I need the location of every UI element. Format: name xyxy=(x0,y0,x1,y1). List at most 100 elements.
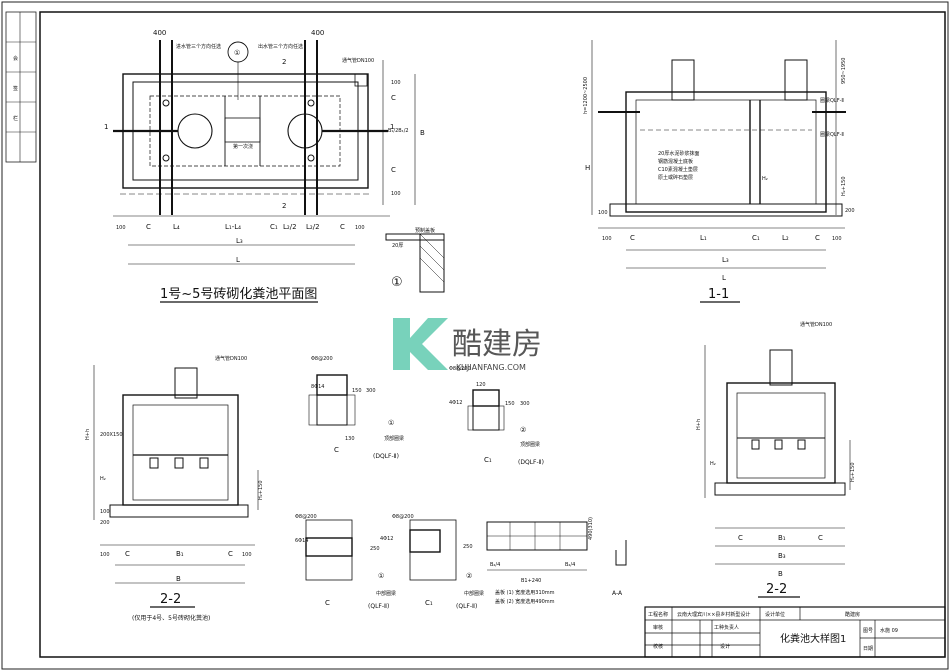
slab-note2: 盖板 (2) 宽度选用490mm xyxy=(495,598,555,605)
b1-d150: 150 xyxy=(352,388,362,394)
detail1-d20: 20厚 xyxy=(392,243,403,249)
m2-c1: C₁ xyxy=(425,599,433,607)
sec11-h2150: H₂+150 xyxy=(841,177,847,197)
m1-num: ① xyxy=(378,572,384,580)
plan-sec-bot: 2 xyxy=(282,202,286,210)
plan-dim-l22: L₂/2 xyxy=(283,223,297,231)
slab-b4b: B₂/4 xyxy=(565,562,575,568)
detail1-label: 预制盖板 xyxy=(415,227,435,234)
b2-d150: 150 xyxy=(505,401,515,407)
sec11-d950: 950~1950 xyxy=(841,58,847,84)
plan-dim-100b: 100 xyxy=(391,191,401,197)
sec22r-h2150: H₂+150 xyxy=(850,463,856,483)
m1-d250: 250 xyxy=(370,546,380,552)
tb-sheet-value: 水施 09 xyxy=(880,627,898,634)
b1-name: 顶部圈梁 xyxy=(384,435,404,442)
m2-num: ② xyxy=(466,572,472,580)
sec11-d100b: 100 xyxy=(832,236,842,242)
plan-dim-cbot: C xyxy=(391,166,396,174)
detail1-num: ① xyxy=(391,275,403,290)
sec11-l: L xyxy=(722,274,726,282)
plan-vent: 通气管DN100 xyxy=(342,57,374,64)
b2-c1: C₁ xyxy=(484,456,492,464)
tb-sheet-label: 图号 xyxy=(863,628,873,634)
sec22l-h2: H₂ xyxy=(100,476,106,482)
plan-dim-l1l4: L₁-L₄ xyxy=(225,223,241,231)
strip-text-c: 栏 xyxy=(13,115,18,122)
plan-sec-top: 2 xyxy=(282,58,286,66)
sec11-range: h=1200~2500 xyxy=(583,77,589,114)
b2-name: 顶部圈梁 xyxy=(520,441,540,448)
plan-dim-c2: C xyxy=(340,223,345,231)
sec11-note1: 20厚水泥砂浆抹面 xyxy=(658,150,699,157)
section-2-2-left-labels: H+h H₂ H₂+150 通气管DN100 200X150 100 200 1… xyxy=(85,355,264,622)
section-2-2-right-labels: H+h H₂ H₂+150 通气管DN100 C B₁ C B₃ B 2-2 xyxy=(696,321,856,598)
sec22l-b1: B₁ xyxy=(176,550,184,558)
m2-d250: 250 xyxy=(463,544,473,550)
plan-title: 1号~5号砖砌化粪池平面图 xyxy=(160,287,317,302)
m2-rebar: Φ8@200 xyxy=(392,514,414,520)
plan-manhole-left xyxy=(177,113,213,149)
sec22r-h2: H₂ xyxy=(710,461,716,467)
title-block xyxy=(644,606,946,658)
sec11-note2: 钢筋混凝土底板 xyxy=(658,158,693,165)
plan-d400a: 400 xyxy=(153,29,166,37)
b2-rebar-top: Φ8@200 xyxy=(449,366,471,372)
b2-code: (DQLF-Ⅱ) xyxy=(518,459,544,466)
sec22l-d200: 200 xyxy=(100,520,110,526)
sec22l-opening: 200X150 xyxy=(100,432,123,438)
watermark: 酷建房 KUJIANFANG.COM xyxy=(393,318,542,372)
section-2-2-left xyxy=(93,365,259,584)
plan-sec-right: 1 xyxy=(390,123,394,131)
sec11-l2: L₂ xyxy=(782,234,789,242)
sec22l-note: (仅用于4号、5号砖砌化粪池) xyxy=(132,614,210,622)
b2-d300: 300 xyxy=(520,401,530,407)
sec11-c2: C xyxy=(815,234,820,242)
plan-dim-c1: C₁ xyxy=(270,223,278,231)
section-1-1-labels: h=1200~2500 H H₂+150 950~1950 圈梁QLF-Ⅱ 圈梁… xyxy=(583,58,855,303)
plan-dim-ctop: C xyxy=(391,94,396,102)
m2-name: 中部圈梁 xyxy=(464,590,484,597)
tb-c2-value: 酷建房 xyxy=(845,611,860,618)
sec22l-hh: H+h xyxy=(85,429,91,440)
sec22r-vent: 通气管DN100 xyxy=(800,321,832,328)
strip-text-b: 签 xyxy=(13,85,18,92)
b1-num: ① xyxy=(388,419,394,427)
title-block-text: 工程名称 云南大理宾川××县乡村新型设计 设计单位 酷建房 审核 工种负责人 校… xyxy=(648,611,898,652)
section-1-1 xyxy=(591,40,846,269)
sec22l-c2: C xyxy=(228,550,233,558)
plan-dim-c: C xyxy=(146,223,151,231)
sec11-dqlf2: 圈梁QLF-Ⅱ xyxy=(820,131,844,138)
m2-side: 4Φ12 xyxy=(380,536,393,542)
tb-r3-a: 校核 xyxy=(653,643,663,650)
m1-name: 中部圈梁 xyxy=(376,590,396,597)
sec22l-d100l: 100 xyxy=(100,552,110,558)
beam-details xyxy=(305,374,627,581)
tb-drawing-name: 化粪池大样图1 xyxy=(780,632,846,645)
slab-b4a: B₂/4 xyxy=(490,562,500,568)
sec11-note4: 原土或碎石垫层 xyxy=(658,174,693,181)
plan-sec-left: 1 xyxy=(104,123,108,131)
sec11-d100: 100 xyxy=(598,210,608,216)
plan-cover: 第一次浇 xyxy=(233,143,253,150)
m1-side: 6Φ14 xyxy=(295,538,308,544)
plan-dim-100l: 100 xyxy=(116,225,126,231)
watermark-en: KUJIANFANG.COM xyxy=(456,363,526,372)
m2-code: (QLF-Ⅱ) xyxy=(456,603,477,610)
sec22r-b: B xyxy=(778,570,783,578)
b2-num: ② xyxy=(520,426,526,434)
plan-dim-100t: 100 xyxy=(391,80,401,86)
slab-d490: 490(310) xyxy=(588,517,594,540)
sec11-h2: H₂ xyxy=(762,176,768,182)
plan-inlet-note: 进水管三个方向任选 xyxy=(176,43,221,50)
b1-code: (DQLF-Ⅱ) xyxy=(373,453,399,460)
watermark-cn: 酷建房 xyxy=(452,327,542,362)
b1-c: C xyxy=(334,446,339,454)
sec22l-h2150: H₂+150 xyxy=(258,481,264,501)
left-sign-strip: 会 签 栏 xyxy=(5,11,37,163)
plan-dim-l: L xyxy=(236,256,240,264)
b1-d130: 130 xyxy=(345,436,355,442)
b1-d300: 300 xyxy=(366,388,376,394)
tb-c2-label: 设计单位 xyxy=(765,611,785,618)
sec11-l1: L₁ xyxy=(700,234,707,242)
